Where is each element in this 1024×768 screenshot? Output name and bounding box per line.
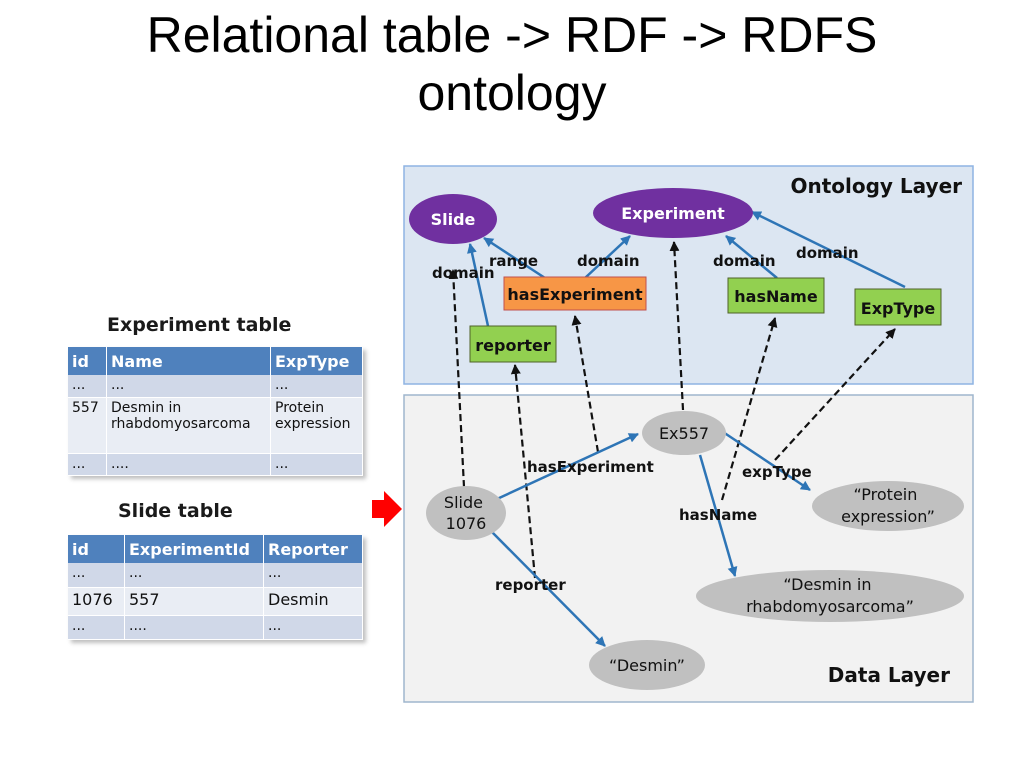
property-node-has-experiment: hasExperiment <box>503 276 647 311</box>
svg-text:Experiment: Experiment <box>621 204 725 223</box>
mapping-edge <box>774 328 896 461</box>
svg-text:“Desmin in rhabdomyosarc: “Desmin in rhabdomyosarcoma” <box>746 575 914 616</box>
svg-text:“Protein expression”: “Protein expression” <box>841 485 935 526</box>
has-name-edge <box>698 454 738 577</box>
domain-edge <box>725 235 778 279</box>
page-title: Relational table -> RDF -> RDFS ontology <box>0 6 1024 122</box>
exp-type-edge <box>719 428 811 492</box>
title-line-1: Relational table -> RDF -> RDFS <box>146 7 878 63</box>
class-node-slide: Slide <box>409 194 497 244</box>
property-node-reporter: reporter <box>469 325 557 363</box>
mapping-edge <box>720 317 778 501</box>
column-header: id <box>68 535 125 563</box>
edge-label-domain: domain <box>796 244 859 262</box>
table-cell: 557 <box>68 397 107 454</box>
table-cell: .... <box>106 453 271 476</box>
svg-text:ExpType: ExpType <box>861 299 936 318</box>
node-label: “Protein <box>854 485 918 504</box>
table-row: ... ... ... <box>68 375 363 398</box>
svg-text:Ex557: Ex557 <box>659 424 709 443</box>
data-node-slide-1076: Slide 1076 <box>426 486 506 540</box>
table-row: ... ... ... <box>68 563 363 588</box>
mapping-edge <box>669 241 685 411</box>
slide-table: id ExperimentId Reporter ... ... ... 107… <box>68 535 363 640</box>
table-cell: ... <box>68 615 125 640</box>
table-cell: Desmin in rhabdomyosarcoma <box>106 397 271 454</box>
edge-label-reporter: reporter <box>495 576 566 594</box>
table-cell: ... <box>270 375 363 398</box>
table-cell: ... <box>270 453 363 476</box>
table-cell: ... <box>124 563 264 588</box>
range-edge <box>483 236 546 280</box>
edge-label-has-name: hasName <box>679 506 757 524</box>
data-layer-label: Data Layer <box>828 663 950 687</box>
svg-text:hasExperiment: hasExperiment <box>507 285 643 304</box>
domain-edge <box>584 235 631 279</box>
data-node-protein-expression: “Protein expression” <box>812 481 964 531</box>
mapping-edge <box>510 364 537 579</box>
node-label: expression” <box>841 507 935 526</box>
reporter-edge <box>489 529 606 647</box>
right-arrow-icon <box>372 491 402 527</box>
table-cell: ... <box>68 375 107 398</box>
table-cell: ... <box>68 453 107 476</box>
slide-table-caption: Slide table <box>118 500 233 522</box>
svg-text:“Desmin”: “Desmin” <box>609 656 685 675</box>
svg-text:Slide: Slide <box>431 210 476 229</box>
has-experiment-edge <box>496 432 639 501</box>
table-cell: ... <box>106 375 271 398</box>
property-node-exp-type: ExpType <box>854 288 942 326</box>
edge-label-domain: domain <box>713 252 776 270</box>
node-label: Slide <box>444 493 483 512</box>
experiment-table-caption: Experiment table <box>107 314 292 336</box>
mapping-edge <box>571 315 600 453</box>
data-node-desmin: “Desmin” <box>589 640 705 690</box>
edge-label-domain: domain <box>577 252 640 270</box>
data-node-desmin-in-rhabdomyosarcoma: “Desmin in rhabdomyosarcoma” <box>696 570 964 622</box>
edge-label-exp-type: expType <box>742 463 812 481</box>
class-node-experiment: Experiment <box>593 188 753 238</box>
table-cell: Desmin <box>263 587 363 616</box>
table-header-row: id ExperimentId Reporter <box>68 535 363 563</box>
ontology-layer-label: Ontology Layer <box>790 174 962 198</box>
table-row: ... .... ... <box>68 453 363 476</box>
table-row: 557 Desmin in rhabdomyosarcoma Protein e… <box>68 397 363 454</box>
mapping-edges <box>448 241 896 579</box>
edge-label-domain: domain <box>432 264 495 282</box>
table-row: ... .... ... <box>68 615 363 640</box>
table-cell: ... <box>263 615 363 640</box>
data-node-ex557: Ex557 <box>642 411 726 455</box>
property-node-has-name: hasName <box>727 277 825 314</box>
column-header: ExpType <box>270 347 363 375</box>
column-header: Name <box>106 347 271 375</box>
svg-text:reporter: reporter <box>475 336 551 355</box>
svg-text:hasName: hasName <box>734 287 818 306</box>
table-cell: 1076 <box>68 587 125 616</box>
svg-text:Slide 1076: Slide 1076 <box>444 493 488 533</box>
table-cell: .... <box>124 615 264 640</box>
data-edges <box>489 428 811 647</box>
table-row: 1076 557 Desmin <box>68 587 363 616</box>
edge-label-range: range <box>489 252 538 270</box>
mapping-edge <box>448 269 466 488</box>
column-header: ExperimentId <box>124 535 264 563</box>
table-cell: 557 <box>124 587 264 616</box>
column-header: id <box>68 347 107 375</box>
domain-edge <box>751 210 906 289</box>
table-cell: ... <box>68 563 125 588</box>
table-cell: Protein expression <box>270 397 363 454</box>
table-cell: ... <box>263 563 363 588</box>
experiment-table: id Name ExpType ... ... ... 557 Desmin i… <box>68 347 363 476</box>
ontology-edges <box>467 210 906 327</box>
node-label: rhabdomyosarcoma” <box>746 597 914 616</box>
node-label: “Desmin in <box>783 575 871 594</box>
title-line-2: ontology <box>417 65 607 121</box>
table-header-row: id Name ExpType <box>68 347 363 375</box>
column-header: Reporter <box>263 535 363 563</box>
edge-label-has-experiment: hasExperiment <box>527 458 654 476</box>
node-label: 1076 <box>446 514 487 533</box>
domain-edge <box>467 243 490 327</box>
